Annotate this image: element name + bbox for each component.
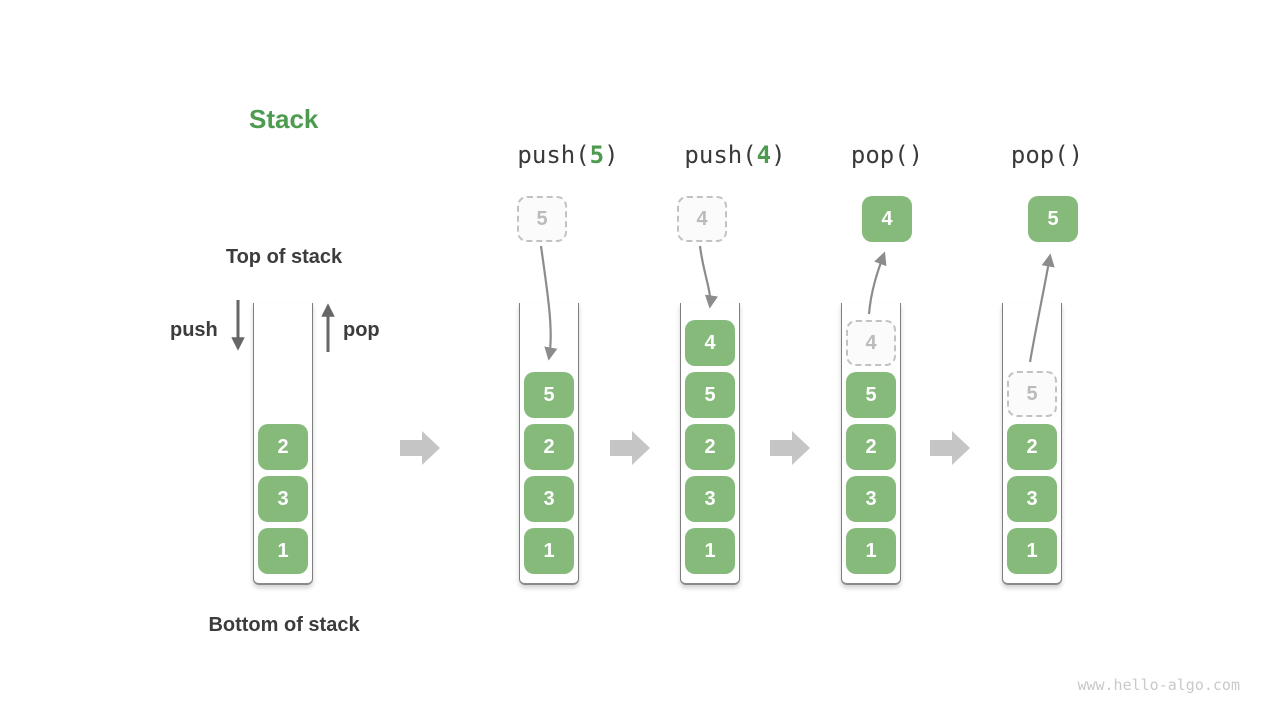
stack-cell: 2 (258, 424, 308, 470)
stack-cell: 3 (524, 476, 574, 522)
ghost-removed-cell: 4 (846, 320, 896, 366)
stack-cell: 2 (1007, 424, 1057, 470)
stack-container-initial (253, 303, 313, 585)
push-label: push (170, 319, 218, 341)
op-text: push( (517, 141, 590, 169)
stack-cell: 5 (685, 372, 735, 418)
op-arg: 4 (756, 141, 772, 169)
operation-label-push5: push(5) (517, 141, 618, 169)
step-arrow-icon (610, 431, 650, 465)
step-arrow-icon (770, 431, 810, 465)
stack-cell: 1 (846, 528, 896, 574)
incoming-element-box: 4 (677, 196, 727, 242)
operation-label-pop-second: pop() (1011, 141, 1083, 169)
stack-cell: 2 (846, 424, 896, 470)
op-text: ) (771, 141, 786, 169)
stack-cell: 5 (846, 372, 896, 418)
stack-cell: 3 (1007, 476, 1057, 522)
diagram-title: Stack (249, 104, 319, 134)
popped-element-box: 5 (1028, 196, 1078, 242)
op-text: ) (604, 141, 619, 169)
popped-element-box: 4 (862, 196, 912, 242)
incoming-element-box: 5 (517, 196, 567, 242)
op-text: pop() (1010, 141, 1084, 169)
push4-motion-arrow-icon (698, 245, 719, 309)
watermark: www.hello-algo.com (1077, 676, 1240, 694)
stack-container-push5 (519, 303, 579, 585)
stack-cell: 4 (685, 320, 735, 366)
stack-container-pop-second (1002, 303, 1062, 585)
stack-cell: 3 (846, 476, 896, 522)
step-arrow-icon (930, 431, 970, 465)
stack-cell: 1 (258, 528, 308, 574)
stack-cell: 3 (685, 476, 735, 522)
stack-cell: 2 (685, 424, 735, 470)
stack-cell: 3 (258, 476, 308, 522)
stack-cell: 2 (524, 424, 574, 470)
stack-container-pop-first (841, 303, 901, 585)
step-arrow-icon (400, 431, 440, 465)
stack-cell: 1 (524, 528, 574, 574)
bottom-of-stack-label: Bottom of stack (208, 614, 360, 636)
stack-container-push4 (680, 303, 740, 585)
op-text: pop() (850, 141, 924, 169)
stack-cell: 5 (524, 372, 574, 418)
operation-label-pop-first: pop() (851, 141, 923, 169)
operation-label-push4: push(4) (684, 141, 785, 169)
op-arg: 5 (589, 141, 605, 169)
stack-cell: 1 (685, 528, 735, 574)
stack-cell: 1 (1007, 528, 1057, 574)
top-of-stack-label: Top of stack (225, 246, 343, 268)
ghost-removed-cell: 5 (1007, 371, 1057, 417)
pop-label: pop (343, 319, 380, 341)
op-text: push( (684, 141, 757, 169)
